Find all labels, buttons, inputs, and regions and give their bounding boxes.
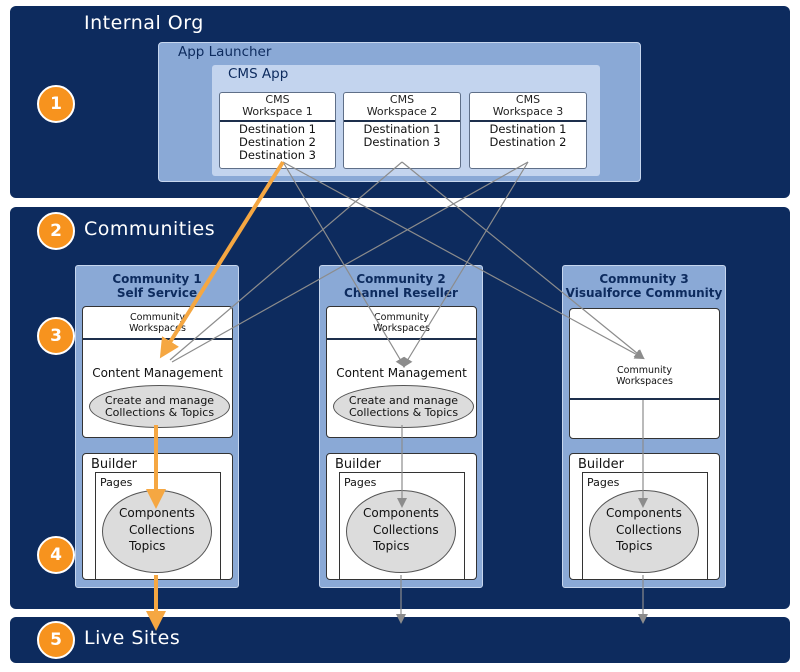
cms-workspace-1[interactable]: CMS Workspace 1 Destination 1 Destinatio… (219, 92, 336, 169)
cms-workspace-name: Workspace 2 (366, 105, 438, 118)
divider (327, 338, 476, 340)
community-workspaces-box[interactable]: Community Workspaces (569, 308, 720, 439)
divider (570, 398, 719, 400)
community-title: Community 1 Self Service (76, 272, 238, 300)
community-workspaces-box[interactable]: Community Workspaces Content Management … (326, 306, 477, 438)
ellipse-line: Collections & Topics (348, 405, 459, 419)
pages-label: Pages (100, 476, 133, 489)
collections-label: Collections (373, 523, 439, 537)
community-name: Community 2 (356, 272, 446, 286)
destination-item: Destination 2 (489, 135, 567, 149)
community-workspaces-box[interactable]: Community Workspaces Content Management … (82, 306, 233, 438)
step-badge-3: 3 (37, 317, 75, 355)
community-name: Community 3 (599, 272, 689, 286)
content-management-label: Content Management (336, 366, 467, 380)
builder-label: Builder (578, 457, 624, 472)
collections-label: Collections (129, 523, 195, 537)
builder-label: Builder (91, 457, 137, 472)
builder-box[interactable]: Builder Pages Components Collections Top… (326, 453, 477, 580)
destination-item: Destination 3 (239, 148, 316, 162)
app-launcher-title: App Launcher (178, 44, 272, 60)
community-title: Community 2 Channel Reseller (320, 272, 482, 300)
cms-workspace-label: CMS (389, 93, 415, 106)
community-workspaces-text: Community Workspaces (373, 312, 430, 334)
topics-label: Topics (373, 539, 410, 553)
pages-label: Pages (344, 476, 377, 489)
communities-title: Communities (84, 218, 216, 240)
destination-list: Destination 1 Destination 2 Destination … (220, 123, 335, 162)
live-sites-title: Live Sites (84, 627, 181, 649)
destination-list: Destination 1 Destination 3 (344, 123, 460, 149)
content-management-label: Content Management (92, 366, 223, 380)
pages-box[interactable]: Pages Components Collections Topics (339, 472, 465, 580)
internal-org-title: Internal Org (84, 12, 204, 34)
live-sites-panel (10, 617, 790, 663)
ellipse-line: Create and manage (104, 393, 215, 407)
community-title: Community 3 Visualforce Community (563, 272, 725, 300)
components-label: Components (606, 506, 682, 520)
community-workspaces-text: Community Workspaces (129, 312, 186, 334)
community-workspaces-label: Community Workspaces (83, 312, 232, 334)
cms-workspace-name: Workspace 3 (492, 105, 564, 118)
community-1: Community 1 Self Service Community Works… (75, 265, 239, 588)
community-subtitle: Self Service (116, 286, 198, 300)
community-workspaces-text: Community Workspaces (616, 365, 673, 387)
destination-item: Destination 2 (239, 135, 316, 149)
pages-box[interactable]: Pages Components Collections Topics (95, 472, 221, 580)
destination-item: Destination 1 (363, 122, 441, 136)
community-subtitle: Visualforce Community (565, 286, 723, 300)
community-2: Community 2 Channel Reseller Community W… (319, 265, 483, 588)
destination-list: Destination 1 Destination 2 (470, 123, 586, 149)
destination-item: Destination 1 (489, 122, 567, 136)
step-badge-4: 4 (37, 536, 75, 574)
collections-topics-ellipse[interactable]: Create and manage Collections & Topics (333, 385, 474, 428)
cms-workspace-label: CMS (265, 93, 290, 106)
community-workspaces-label: Community Workspaces (570, 365, 719, 387)
cms-workspace-label: CMS (515, 93, 541, 106)
divider (83, 338, 232, 340)
pages-box[interactable]: Pages Components Collections Topics (582, 472, 708, 580)
cms-workspace-header: CMS Workspace 2 (344, 93, 460, 122)
cms-workspace-3[interactable]: CMS Workspace 3 Destination 1 Destinatio… (469, 92, 587, 169)
community-name: Community 1 (112, 272, 202, 286)
components-label: Components (119, 506, 195, 520)
cms-app-title: CMS App (228, 66, 289, 82)
destination-item: Destination 1 (239, 122, 316, 136)
topics-label: Topics (129, 539, 166, 553)
components-ellipse[interactable]: Components Collections Topics (589, 490, 699, 573)
cms-workspace-header: CMS Workspace 1 (220, 93, 335, 122)
step-badge-5: 5 (37, 621, 75, 659)
pages-label: Pages (587, 476, 620, 489)
topics-label: Topics (616, 539, 653, 553)
ellipse-line: Collections & Topics (104, 405, 215, 419)
community-3: Community 3 Visualforce Community Commun… (562, 265, 726, 588)
components-label: Components (363, 506, 439, 520)
components-ellipse[interactable]: Components Collections Topics (102, 490, 212, 573)
components-ellipse[interactable]: Components Collections Topics (346, 490, 456, 573)
step-badge-2: 2 (37, 212, 75, 250)
cms-workspace-header: CMS Workspace 3 (470, 93, 586, 122)
destination-item: Destination 3 (363, 135, 441, 149)
collections-label: Collections (616, 523, 682, 537)
collections-topics-ellipse[interactable]: Create and manage Collections & Topics (89, 385, 230, 428)
builder-label: Builder (335, 457, 381, 472)
cms-workspace-name: Workspace 1 (242, 105, 313, 118)
builder-box[interactable]: Builder Pages Components Collections Top… (82, 453, 233, 580)
community-subtitle: Channel Reseller (344, 286, 458, 300)
community-workspaces-label: Community Workspaces (327, 312, 476, 334)
cms-workspace-2[interactable]: CMS Workspace 2 Destination 1 Destinatio… (343, 92, 461, 169)
ellipse-line: Create and manage (348, 393, 459, 407)
step-badge-1: 1 (37, 85, 75, 123)
builder-box[interactable]: Builder Pages Components Collections Top… (569, 453, 720, 580)
